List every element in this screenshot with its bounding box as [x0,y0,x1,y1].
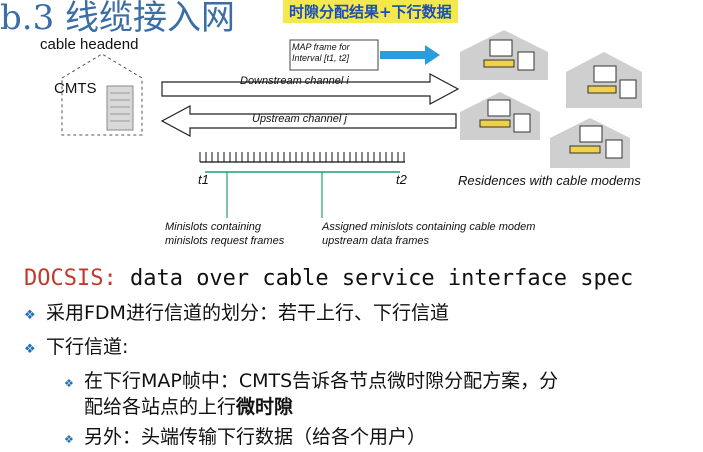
upstream-label: Upstream channel j [252,113,347,125]
cable-diagram [61,30,642,218]
downstream-label: Downstream channel i [240,75,349,87]
headend-outline [61,53,143,136]
map-arrow [380,45,440,65]
map-frame-box [289,39,379,71]
cmts-label: CMTS [54,80,97,97]
data-slots-note: Assigned minislots containing cable mode… [322,221,536,247]
bullet-downstream: ❖下行信道: [24,336,129,358]
bullet-headend-data: ❖另外：头端传输下行数据（给各个用户） [64,426,427,448]
residences-label: Residences with cable modems [458,173,641,188]
residence-house-icon [460,92,540,140]
t2-label: t2 [396,172,407,187]
bullet-map-frame-cont: 配给各站点的上行微时隙 [84,396,294,418]
upstream-arrow [160,104,457,138]
bullet-map-frame: ❖在下行MAP帧中：CMTS告诉各节点微时隙分配方案，分 [64,370,559,392]
docsis-heading: DOCSIS: data over cable service interfac… [24,266,634,291]
diamond-bullet-icon: ❖ [24,308,36,323]
diamond-bullet-icon: ❖ [64,433,74,446]
residence-house-icon [566,52,642,108]
residence-house-icon [460,30,548,80]
t1-label: t1 [198,172,209,187]
map-frame-note: MAP frame for Interval [t1, t2] [292,42,350,63]
residence-house-icon [550,118,630,168]
diamond-bullet-icon: ❖ [64,377,74,390]
bullet-fdm: ❖采用FDM进行信道的划分：若干上行、下行信道 [24,302,449,324]
highlight-box: 时隙分配结果+下行数据 [283,0,458,23]
request-slots-note: Minislots containing minislots request f… [165,221,285,247]
diamond-bullet-icon: ❖ [24,342,36,357]
minislot-timeline [199,152,405,163]
downstream-arrow [161,72,460,106]
slide-title-partial: b.3 线缆接入网 [0,0,236,38]
headend-label: cable headend [40,36,139,53]
cmts-rack-icon [106,85,134,131]
